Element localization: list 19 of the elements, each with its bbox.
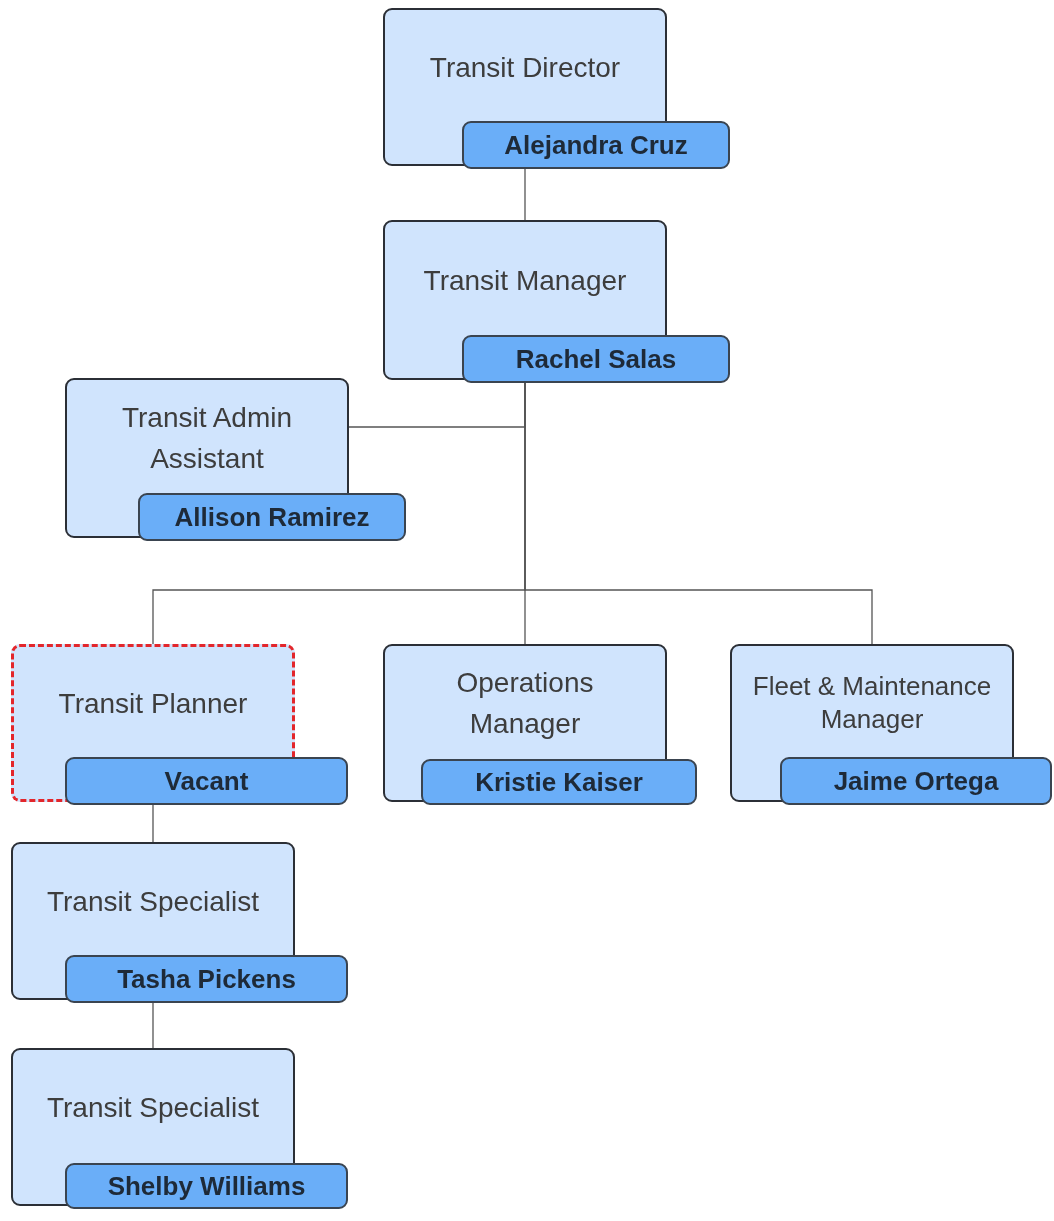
connector-line — [152, 804, 154, 843]
job-title: Transit Planner — [58, 686, 248, 721]
name-tag: Vacant — [65, 757, 348, 805]
connector-line — [524, 168, 526, 221]
name-tag: Kristie Kaiser — [421, 759, 697, 805]
job-title: Fleet & Maintenance Manager — [751, 669, 993, 736]
connector-line — [152, 1002, 154, 1049]
name-tag: Shelby Williams — [65, 1163, 348, 1209]
name-tag: Tasha Pickens — [65, 955, 348, 1003]
name-tag: Allison Ramirez — [138, 493, 406, 541]
job-title: Operations Manager — [455, 666, 595, 741]
job-title: Transit Manager — [423, 263, 627, 298]
name-tag: Alejandra Cruz — [462, 121, 730, 169]
job-title: Transit Director — [429, 50, 621, 85]
job-title: Transit Specialist — [46, 1090, 260, 1125]
name-tag: Jaime Ortega — [780, 757, 1052, 805]
job-title: Transit Admin Assistant — [120, 401, 294, 476]
name-tag: Rachel Salas — [462, 335, 730, 383]
job-title: Transit Specialist — [46, 884, 260, 919]
